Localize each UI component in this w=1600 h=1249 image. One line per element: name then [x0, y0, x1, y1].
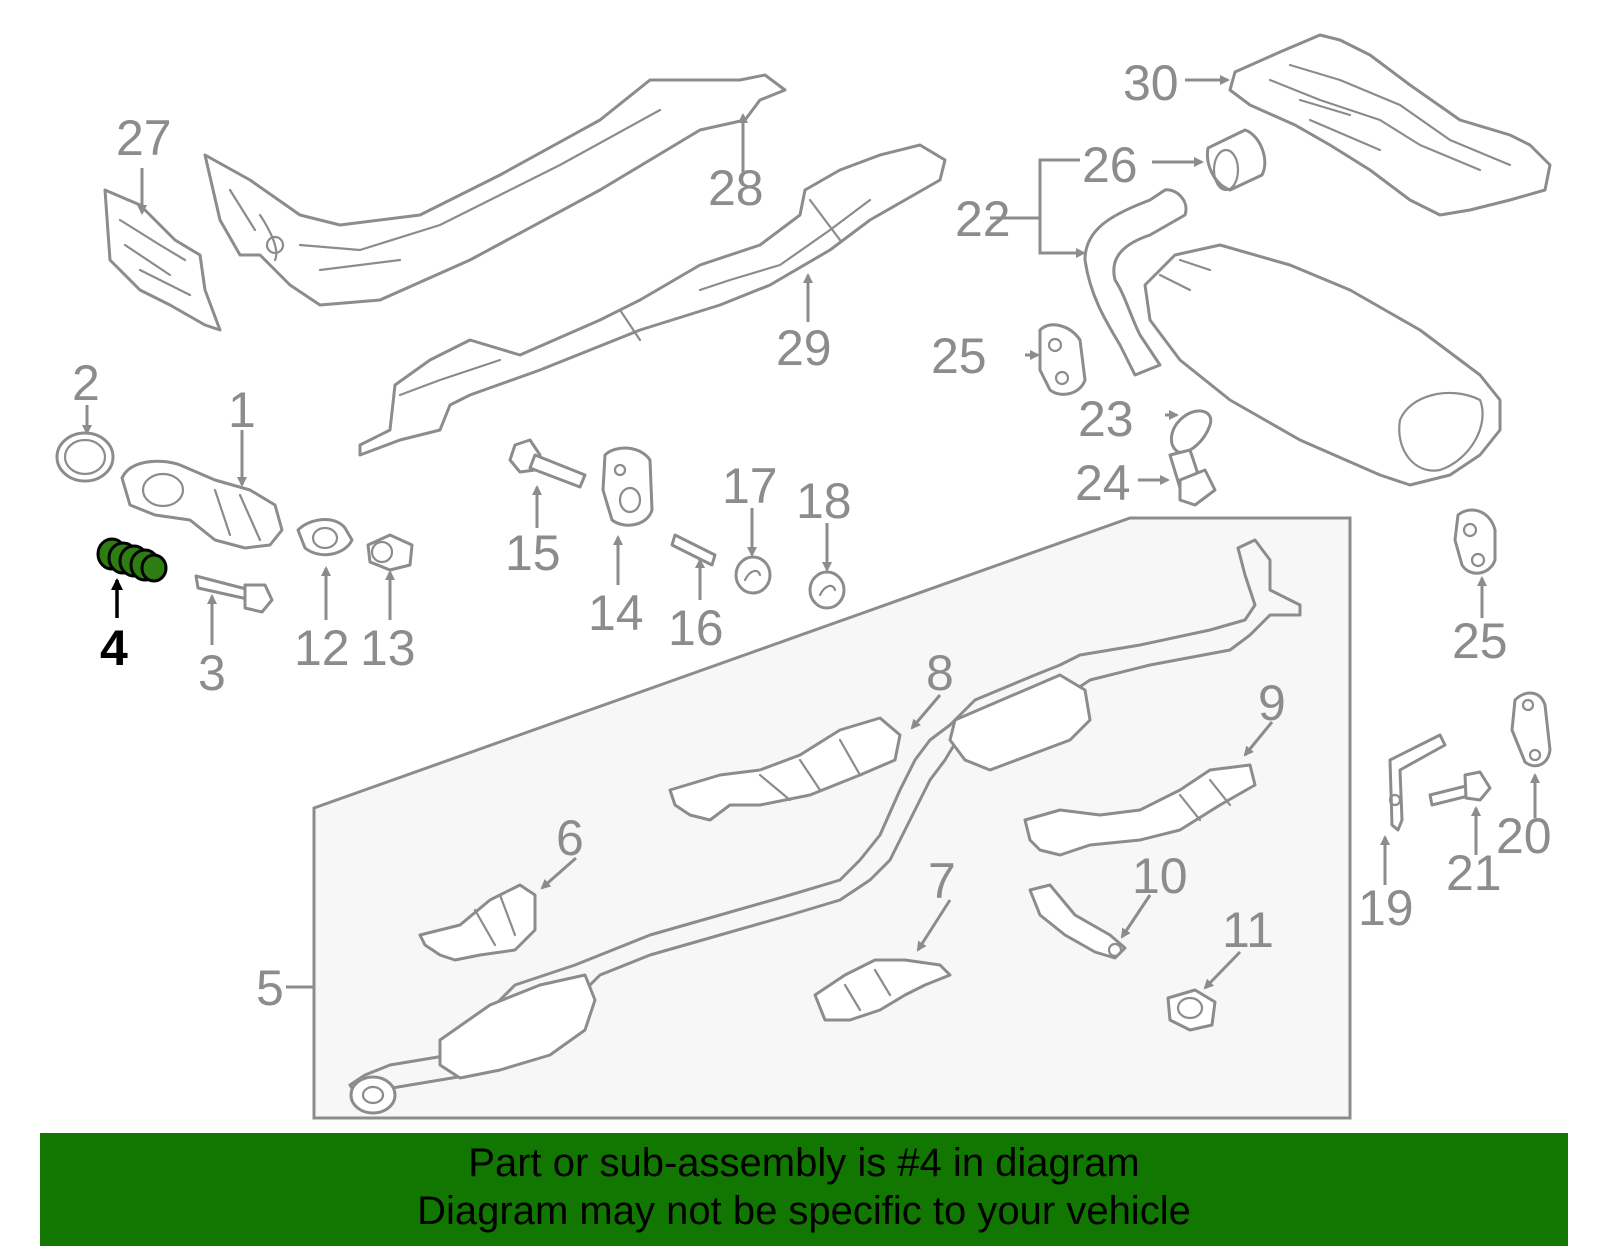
callout-7: 7 [928, 853, 956, 909]
callout-17: 17 [722, 458, 778, 514]
callout-2: 2 [72, 355, 100, 411]
callout-8: 8 [926, 645, 954, 701]
callout-27: 27 [116, 110, 172, 166]
callout-1: 1 [228, 382, 256, 438]
callout-28: 28 [708, 160, 764, 216]
callout-23: 23 [1078, 391, 1134, 447]
part-4-spring [96, 537, 168, 583]
part-30-underbody-shield [1228, 33, 1552, 217]
part-29-heat-shield [358, 143, 947, 457]
callout-numbers: 1 2 3 4 5 6 7 8 9 10 11 12 13 14 15 16 1… [72, 55, 1552, 1016]
callout-13: 13 [360, 620, 416, 676]
banner-line-part: Part or sub-assembly is #4 in diagram [468, 1141, 1140, 1185]
part-9-heat-shield [1023, 763, 1257, 857]
callout-30: 30 [1123, 55, 1179, 111]
part-19-bracket [1388, 733, 1447, 832]
callout-26: 26 [1082, 137, 1138, 193]
part-16-pin [670, 533, 717, 567]
part-27-heat-shield [103, 188, 222, 332]
part-1-front-pipe [120, 459, 284, 550]
part-7-heat-shield [813, 958, 952, 1022]
part-23-gasket [1170, 409, 1213, 454]
callout-21: 21 [1446, 845, 1502, 901]
callout-25-right: 25 [1452, 613, 1508, 669]
assembly-5-frame [312, 516, 1352, 1120]
part-21-bolt [1428, 770, 1492, 807]
callout-29: 29 [776, 320, 832, 376]
callout-25-top: 25 [931, 328, 987, 384]
part-24-bolt [1168, 448, 1217, 507]
part-5-exhaust-assembly [348, 538, 1302, 1115]
part-13-nut [366, 533, 414, 572]
callout-3: 3 [198, 645, 226, 701]
part-14-hanger [601, 446, 654, 527]
part-25-hanger-right [1453, 508, 1497, 575]
callout-11: 11 [1222, 902, 1274, 958]
part-10-bracket [1028, 883, 1127, 960]
part-20-bracket [1510, 691, 1552, 768]
callout-15: 15 [505, 525, 561, 581]
part-2-ring [55, 431, 115, 483]
part-28-heat-shield [203, 73, 787, 307]
callout-19: 19 [1358, 880, 1414, 936]
part-12-gasket [296, 518, 354, 557]
callout-24: 24 [1075, 455, 1131, 511]
callout-4: 4 [100, 620, 128, 676]
part-18-clip [808, 570, 846, 610]
callout-5: 5 [256, 960, 284, 1016]
callout-12: 12 [294, 620, 350, 676]
part-11-nut [1166, 988, 1217, 1032]
part-3-bolt [194, 574, 274, 614]
callout-6: 6 [556, 810, 584, 866]
part-info-banner: Part or sub-assembly is #4 in diagram Di… [40, 1133, 1568, 1246]
part-22-muffler [1083, 188, 1502, 487]
callout-16: 16 [668, 600, 724, 656]
banner-line-disclaimer: Diagram may not be specific to your vehi… [417, 1189, 1191, 1233]
part-26-sleeve [1205, 128, 1267, 192]
callout-18: 18 [796, 473, 852, 529]
part-17-clip [734, 555, 772, 595]
callout-9: 9 [1258, 675, 1286, 731]
callout-22: 22 [955, 191, 1011, 247]
leader-lines [82, 75, 1540, 990]
part-15-bolt [508, 438, 587, 489]
callout-20: 20 [1496, 808, 1552, 864]
part-8-heat-shield [668, 716, 902, 822]
part-25-hanger-top [1038, 323, 1087, 396]
callout-14: 14 [588, 585, 644, 641]
callout-10: 10 [1132, 848, 1188, 904]
part-6-heat-shield [418, 883, 537, 962]
